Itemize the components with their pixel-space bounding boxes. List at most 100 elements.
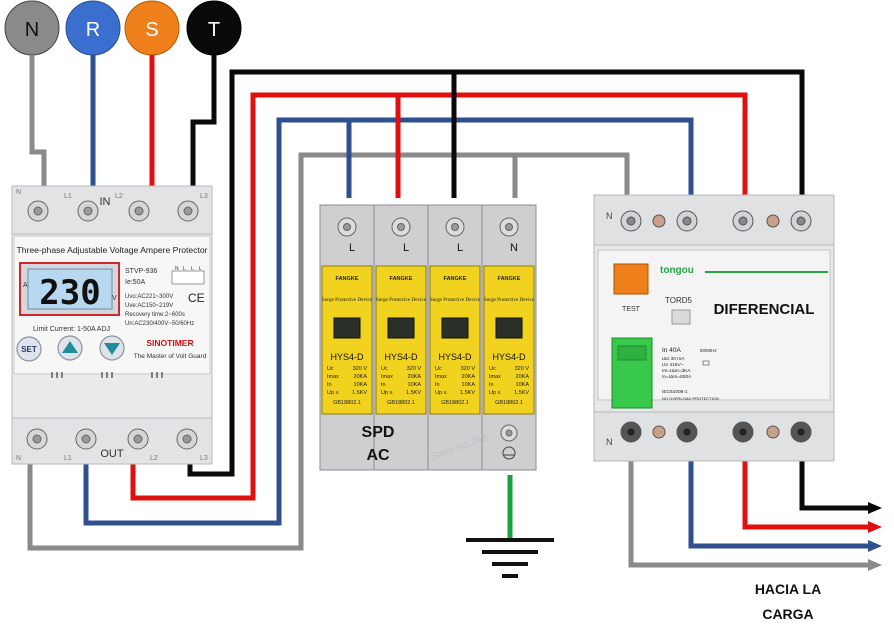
wire-r-load [688, 455, 870, 549]
spd-module-4-spec-uc-label: Uc [489, 366, 496, 372]
spd-module-2-terminal: L [403, 242, 409, 254]
spd-module-1-spec-up-label: Up ≤ [327, 390, 339, 396]
differential-standard: IEC61008-1 [662, 389, 688, 395]
spd-module-3-spec-up-label: Up ≤ [435, 390, 447, 396]
spd-module-1-spec-imax-value: 20KA [354, 374, 368, 380]
spd-module-1-standard: GB18802.1 [333, 400, 361, 406]
spd-label-line2: AC [366, 447, 390, 464]
spd-module-1-spec-uc-label: Uc [327, 366, 334, 372]
spd-module-1-model: HYS4-D [330, 352, 364, 362]
protector-brand: SINOTIMER [146, 338, 193, 348]
spd-module-2-spec-up-label: Up ≤ [381, 390, 393, 396]
wire-t-input [190, 55, 217, 188]
protector-rated: Un:AC230/400V~50/60Hz [125, 321, 194, 327]
protector-current: Ie:50A [125, 279, 146, 286]
up-button[interactable] [57, 335, 83, 361]
differential-note: NO OVERLOAD PROTECTION [662, 396, 719, 401]
protector-model: STVP-936 [125, 268, 157, 275]
differential-spec-2: Un 415V~ [662, 362, 684, 368]
set-button-label: SET [21, 345, 37, 354]
wire-s-load [742, 455, 870, 530]
arrow-t-icon [868, 502, 882, 514]
spd-module-2-brand: FANGKE [390, 276, 413, 282]
spd-module-4-spec-imax-value: 20KA [516, 374, 530, 380]
spd-module-4-kind: Surge Protective Device [484, 297, 535, 303]
spd-module-2-kind: Surge Protective Device [376, 297, 427, 303]
protector-display-prefix: A [23, 282, 28, 289]
differential-freq: 50/60Hz [700, 348, 718, 353]
spd-module-2-standard: GB18802.1 [387, 400, 415, 406]
differential: N TEST tongou TORD5 DIFERENCIAL In 40A 5… [593, 194, 835, 462]
wire-s-output [130, 92, 748, 501]
protector-uvo-low: Uve:AC150~219V [125, 303, 173, 309]
protector-in-label: IN [100, 196, 111, 208]
wire-neutral-load [628, 455, 870, 568]
phase-marker-n-label: N [25, 19, 39, 41]
phase-marker-s-label: S [145, 19, 158, 41]
protector-top-mark-n: N [16, 189, 21, 196]
spd-module-4-spec-up-label: Up ≤ [489, 390, 501, 396]
protector-top-mark-l2: L2 [115, 193, 123, 200]
spd-ground-terminal [500, 424, 518, 460]
spd-module-4-spec-imax-label: Imax [489, 374, 501, 380]
differential-title: DIFERENCIAL [714, 301, 815, 318]
spd-label-line1: SPD [362, 424, 395, 441]
spd-module-1-spec-imax-label: Imax [327, 374, 339, 380]
differential-rating: In 40A [662, 347, 681, 354]
protector-top-terminals [27, 200, 199, 222]
set-button[interactable]: SET [16, 336, 42, 362]
wires [27, 55, 870, 568]
wire-t-load [799, 455, 870, 511]
spd-terminals [337, 217, 519, 237]
spd-module-1-spec-in-value: 10KA [354, 382, 368, 388]
spd-module-1: FANGKE Surge Protective Device HYS4-D Uc… [321, 265, 373, 415]
protector-recovery: Recovery time:2~600s [125, 312, 185, 318]
differential-n-top: N [606, 211, 613, 221]
protector-tagline: The Master of Volt Guard [134, 353, 207, 360]
protector-ce-mark: CE [188, 291, 205, 305]
spd-module-3-brand: FANGKE [444, 276, 467, 282]
spd-module-2-spec-in-value: 10KA [408, 382, 422, 388]
protector-limit-current: Limit Current: 1-50A ADJ [33, 326, 110, 333]
spd-module-4-brand: FANGKE [498, 276, 521, 282]
spd-module-2-spec-imax-label: Imax [381, 374, 393, 380]
spd-module-2: FANGKE Surge Protective Device HYS4-D Uc… [375, 265, 427, 415]
differential-model: TORD5 [665, 296, 693, 305]
spd-module-3-spec-imax-label: Imax [435, 374, 447, 380]
spd-module-4-spec-up-value: 1.5KV [514, 390, 529, 396]
phase-marker-r-label: R [86, 19, 100, 41]
phase-marker-s: S [124, 0, 180, 56]
phase-marker-t: T [186, 0, 242, 56]
spd-module-4-spec-in-label: In [489, 382, 494, 388]
differential-spec-1: IΔn 30 mA [662, 356, 685, 362]
load-label-line2: CARGA [762, 606, 813, 622]
spd-module-4: FANGKE Surge Protective Device HYS4-D Uc… [483, 265, 535, 415]
differential-spec-4: In=IΔm=630A [662, 374, 692, 380]
differential-spec-3: Im=IΔm=3KA [662, 368, 691, 374]
protector-mini-grid: N L L L [171, 266, 205, 285]
load-label-line1: HACIA LA [755, 581, 821, 597]
spd-module-3-terminal: L [457, 242, 463, 254]
protector-bottom-terminals [26, 428, 198, 450]
protector-bottom-mark-l1: L1 [64, 455, 72, 462]
arrow-s-icon [868, 521, 882, 533]
phase-markers: N R S T [4, 0, 242, 56]
spd-module-1-spec-uc-value: 320 V [353, 366, 368, 372]
spd-module-3-spec-in-value: 10KA [462, 382, 476, 388]
spd-module-1-spec-in-label: In [327, 382, 332, 388]
spd-module-3-standard: GB18802.1 [441, 400, 469, 406]
spd-module-3-spec-uc-value: 320 V [461, 366, 476, 372]
spd-module-3-spec-up-value: 1.5KV [460, 390, 475, 396]
mini-grid-n: N [175, 266, 179, 272]
down-arrow-icon [104, 343, 120, 355]
down-button[interactable] [99, 335, 125, 361]
phase-marker-n: N [4, 0, 60, 56]
spd-module-3-model: HYS4-D [438, 352, 472, 362]
spd-module-3: FANGKE Surge Protective Device HYS4-D Uc… [429, 265, 481, 415]
spd-module-4-spec-in-value: 10KA [516, 382, 530, 388]
protector-title: Three-phase Adjustable Voltage Ampere Pr… [16, 245, 207, 255]
phase-marker-t-label: T [208, 19, 220, 41]
test-button[interactable] [613, 263, 649, 295]
spd-module-1-kind: Surge Protective Device [322, 297, 373, 303]
